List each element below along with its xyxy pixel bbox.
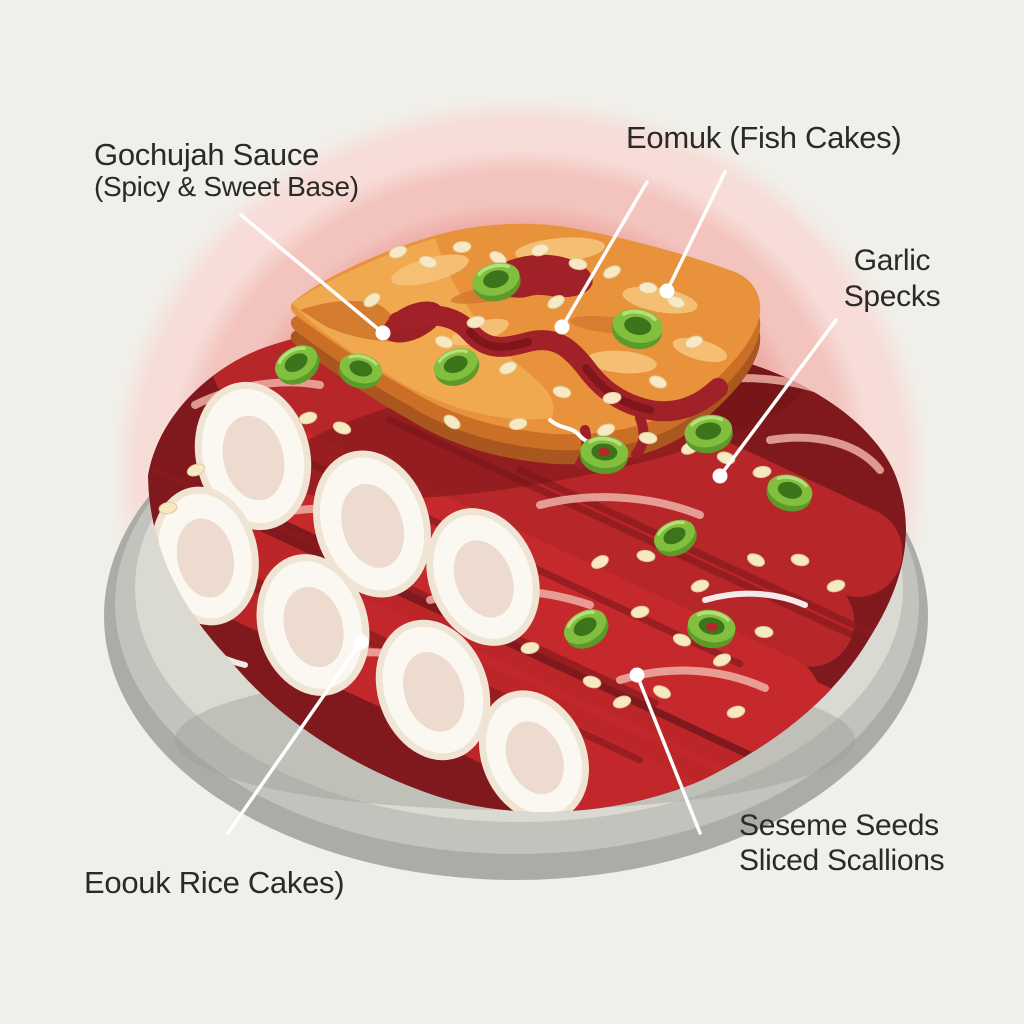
label-gochujang-line1: Gochujah Sauce: [94, 137, 320, 172]
anchor-dot: [554, 319, 570, 335]
rice-cake-ends: [151, 381, 589, 812]
label-rice-cakes: Eoouk Rice Cakes): [84, 865, 345, 900]
leader-line-garlic: [718, 318, 838, 478]
leader-lines: [226, 170, 838, 835]
scallion-rings: [267, 255, 818, 658]
leader-line-eomuk-right: [665, 170, 727, 293]
anchor-dot: [629, 667, 645, 683]
label-gochujang-sauce: Gochujah Sauce (Spicy & Sweet Base): [94, 138, 359, 202]
anchor-dot: [712, 468, 728, 484]
leader-line-eomuk-left: [560, 180, 649, 329]
anchor-dot: [375, 325, 391, 341]
label-sesame-scallions: Seseme Seeds Sliced Scallions: [739, 808, 945, 878]
label-sesame-line1: Seseme Seeds: [739, 809, 939, 842]
label-garlic-line2: Specks: [843, 280, 941, 313]
leader-dots: [353, 283, 728, 683]
leader-line-rice: [226, 640, 363, 835]
label-sesame-line2: Sliced Scallions: [739, 844, 945, 877]
leader-line-gochujang: [239, 213, 385, 335]
label-garlic-line1: Garlic: [853, 244, 931, 277]
label-eomuk-fish-cakes: Eomuk (Fish Cakes): [626, 120, 902, 155]
anchor-dot: [353, 634, 369, 650]
label-gochujang-line2: (Spicy & Sweet Base): [94, 171, 359, 202]
leader-line-sesame: [635, 673, 702, 835]
label-garlic-specks: Garlic Specks: [831, 243, 953, 315]
anchor-dot: [659, 283, 675, 299]
